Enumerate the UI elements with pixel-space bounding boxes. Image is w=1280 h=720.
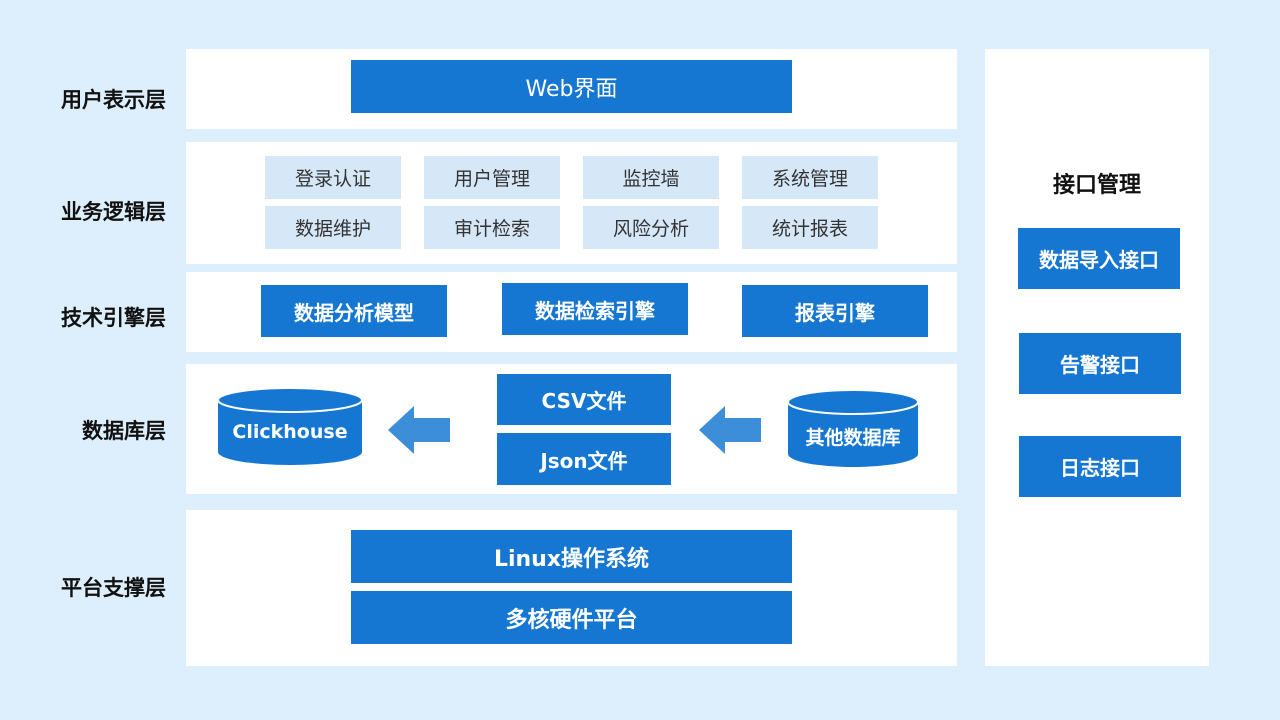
other-db-label: 其他数据库 [805,426,901,449]
layer-label-database: 数据库层 [82,419,166,443]
business-layer-panel: 登录认证 用户管理 监控墙 系统管理 数据维护 审计检索 风险分析 统计报表 [186,142,957,264]
presentation-layer-panel: Web界面 [186,49,957,129]
layer-label-engine: 技术引擎层 [61,306,166,330]
business-item-stat-report: 统计报表 [742,206,878,249]
arrow-left-icon [388,406,450,454]
business-item-system-mgmt: 系统管理 [742,156,878,199]
csv-file-box: CSV文件 [497,374,671,425]
interface-mgmt-panel: 接口管理 数据导入接口 告警接口 日志接口 [985,49,1209,666]
json-file-box: Json文件 [497,433,671,485]
layer-label-platform: 平台支撑层 [61,576,166,600]
multicore-hw-box: 多核硬件平台 [351,591,792,644]
clickhouse-label: Clickhouse [232,421,348,443]
arrow-left-icon [699,406,761,454]
interface-alert: 告警接口 [1019,333,1181,394]
platform-layer-panel: Linux操作系统 多核硬件平台 [186,510,957,666]
interface-log: 日志接口 [1019,436,1181,497]
engine-item-report-engine: 报表引擎 [742,285,928,337]
clickhouse-cylinder-icon [217,387,363,465]
engine-item-search-engine: 数据检索引擎 [502,283,688,335]
business-item-login: 登录认证 [265,156,401,199]
interface-mgmt-title: 接口管理 [1052,173,1141,198]
business-item-user-mgmt: 用户管理 [424,156,560,199]
layer-label-presentation: 用户表示层 [61,88,166,112]
web-interface-box: Web界面 [351,60,792,113]
database-layer-panel: Clickhouse CSV文件 Json文件 其他数据库 [186,364,957,494]
business-item-risk-analysis: 风险分析 [583,206,719,249]
business-item-data-maint: 数据维护 [265,206,401,249]
linux-os-box: Linux操作系统 [351,530,792,583]
engine-item-analysis-model: 数据分析模型 [261,285,447,337]
layer-label-business: 业务逻辑层 [61,200,166,224]
other-db-cylinder-icon [787,389,919,467]
business-item-monitor-wall: 监控墙 [583,156,719,199]
engine-layer-panel: 数据分析模型 数据检索引擎 报表引擎 [186,272,957,352]
interface-data-import: 数据导入接口 [1018,228,1180,289]
business-item-audit-search: 审计检索 [424,206,560,249]
